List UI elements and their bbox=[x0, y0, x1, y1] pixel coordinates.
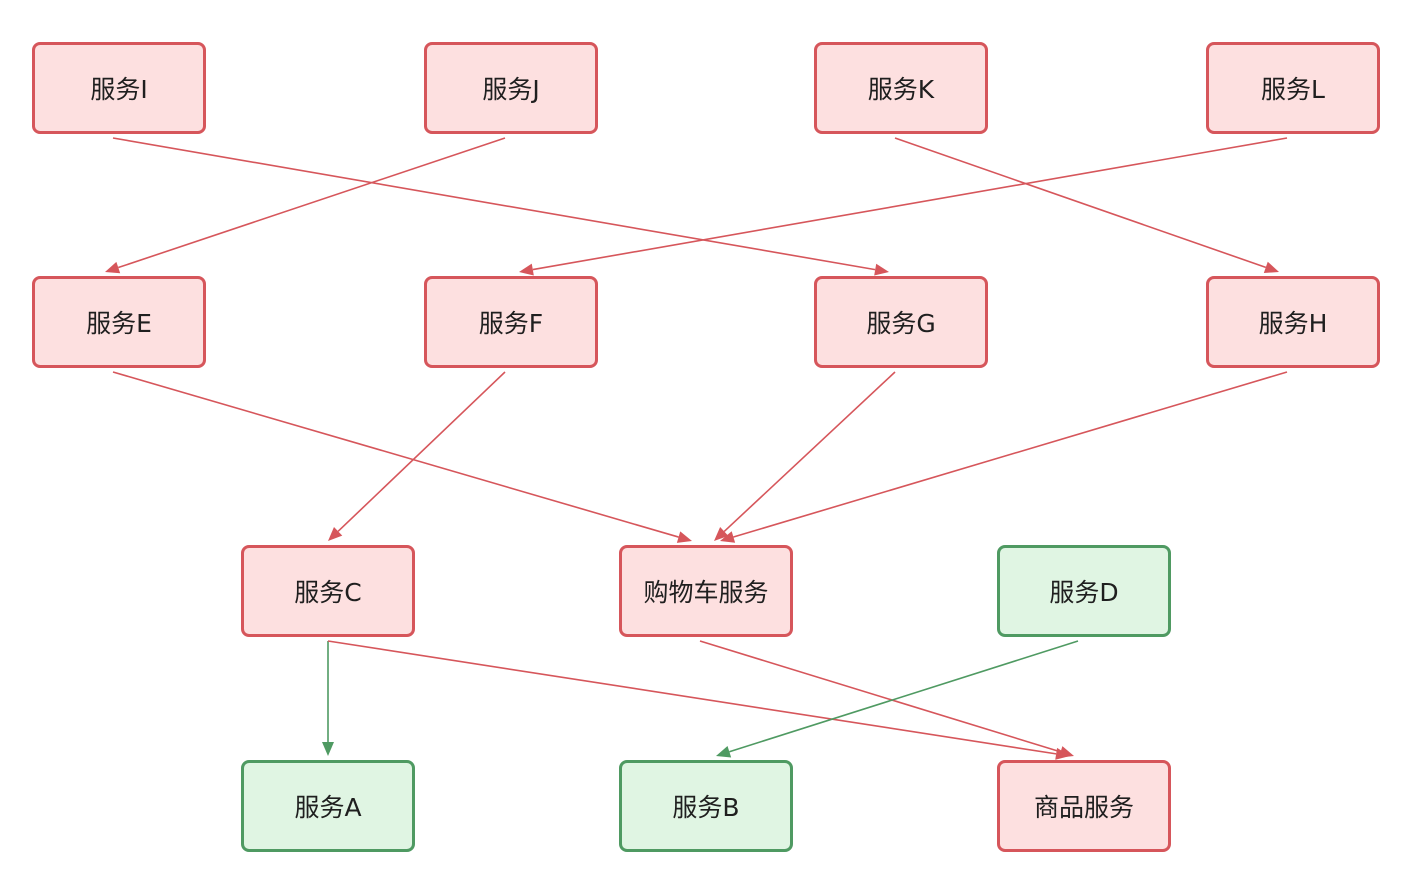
arrowhead-h-to-cart bbox=[720, 531, 736, 543]
arrowhead-k-to-h bbox=[1263, 261, 1279, 274]
node-product-service[interactable]: 商品服务 bbox=[997, 760, 1171, 852]
node-label: 服务E bbox=[86, 309, 152, 338]
node-label: 服务C bbox=[294, 578, 362, 607]
node-service-i[interactable]: 服务I bbox=[32, 42, 206, 134]
edge-c-to-prod bbox=[327, 640, 1057, 755]
edge-j-to-e bbox=[118, 137, 506, 269]
node-service-h[interactable]: 服务H bbox=[1206, 276, 1380, 368]
arrowhead-e-to-cart bbox=[676, 531, 692, 543]
arrowhead-g-to-cart bbox=[714, 527, 729, 541]
arrowhead-j-to-e bbox=[105, 261, 121, 274]
node-cart-service[interactable]: 购物车服务 bbox=[619, 545, 793, 637]
node-service-g[interactable]: 服务G bbox=[814, 276, 988, 368]
edge-cart-to-prod bbox=[699, 640, 1061, 753]
arrowhead-l-to-f bbox=[519, 263, 534, 276]
arrowhead-cart-to-prod bbox=[1058, 746, 1074, 758]
edge-d-to-b bbox=[729, 640, 1079, 753]
arrowhead-f-to-c bbox=[328, 526, 343, 541]
node-label: 服务F bbox=[478, 309, 544, 338]
edge-i-to-g bbox=[112, 137, 876, 271]
node-label: 商品服务 bbox=[1033, 793, 1134, 822]
edge-g-to-cart bbox=[723, 371, 896, 533]
node-service-k[interactable]: 服务K bbox=[814, 42, 988, 134]
node-service-f[interactable]: 服务F bbox=[424, 276, 598, 368]
node-service-j[interactable]: 服务J bbox=[424, 42, 598, 134]
node-service-b[interactable]: 服务B bbox=[619, 760, 793, 852]
node-service-a[interactable]: 服务A bbox=[241, 760, 415, 852]
edge-e-to-cart bbox=[112, 371, 679, 538]
node-label: 服务G bbox=[866, 309, 936, 338]
node-service-l[interactable]: 服务L bbox=[1206, 42, 1380, 134]
node-label: 服务D bbox=[1049, 578, 1119, 607]
node-label: 服务I bbox=[90, 75, 148, 104]
edge-l-to-f bbox=[532, 137, 1288, 271]
node-label: 服务A bbox=[294, 793, 362, 822]
edge-h-to-cart bbox=[733, 371, 1288, 538]
arrowhead-d-to-b bbox=[716, 746, 732, 758]
node-label: 服务J bbox=[482, 75, 540, 104]
edge-f-to-c bbox=[337, 371, 506, 532]
node-label: 服务L bbox=[1261, 75, 1325, 104]
node-service-d[interactable]: 服务D bbox=[997, 545, 1171, 637]
node-label: 购物车服务 bbox=[643, 578, 769, 607]
edge-k-to-h bbox=[894, 137, 1267, 269]
node-label: 服务B bbox=[672, 793, 740, 822]
node-service-e[interactable]: 服务E bbox=[32, 276, 206, 368]
node-label: 服务H bbox=[1258, 309, 1328, 338]
node-service-c[interactable]: 服务C bbox=[241, 545, 415, 637]
arrowhead-c-to-a bbox=[322, 742, 334, 756]
arrowhead-i-to-g bbox=[874, 263, 889, 276]
node-label: 服务K bbox=[867, 75, 935, 104]
